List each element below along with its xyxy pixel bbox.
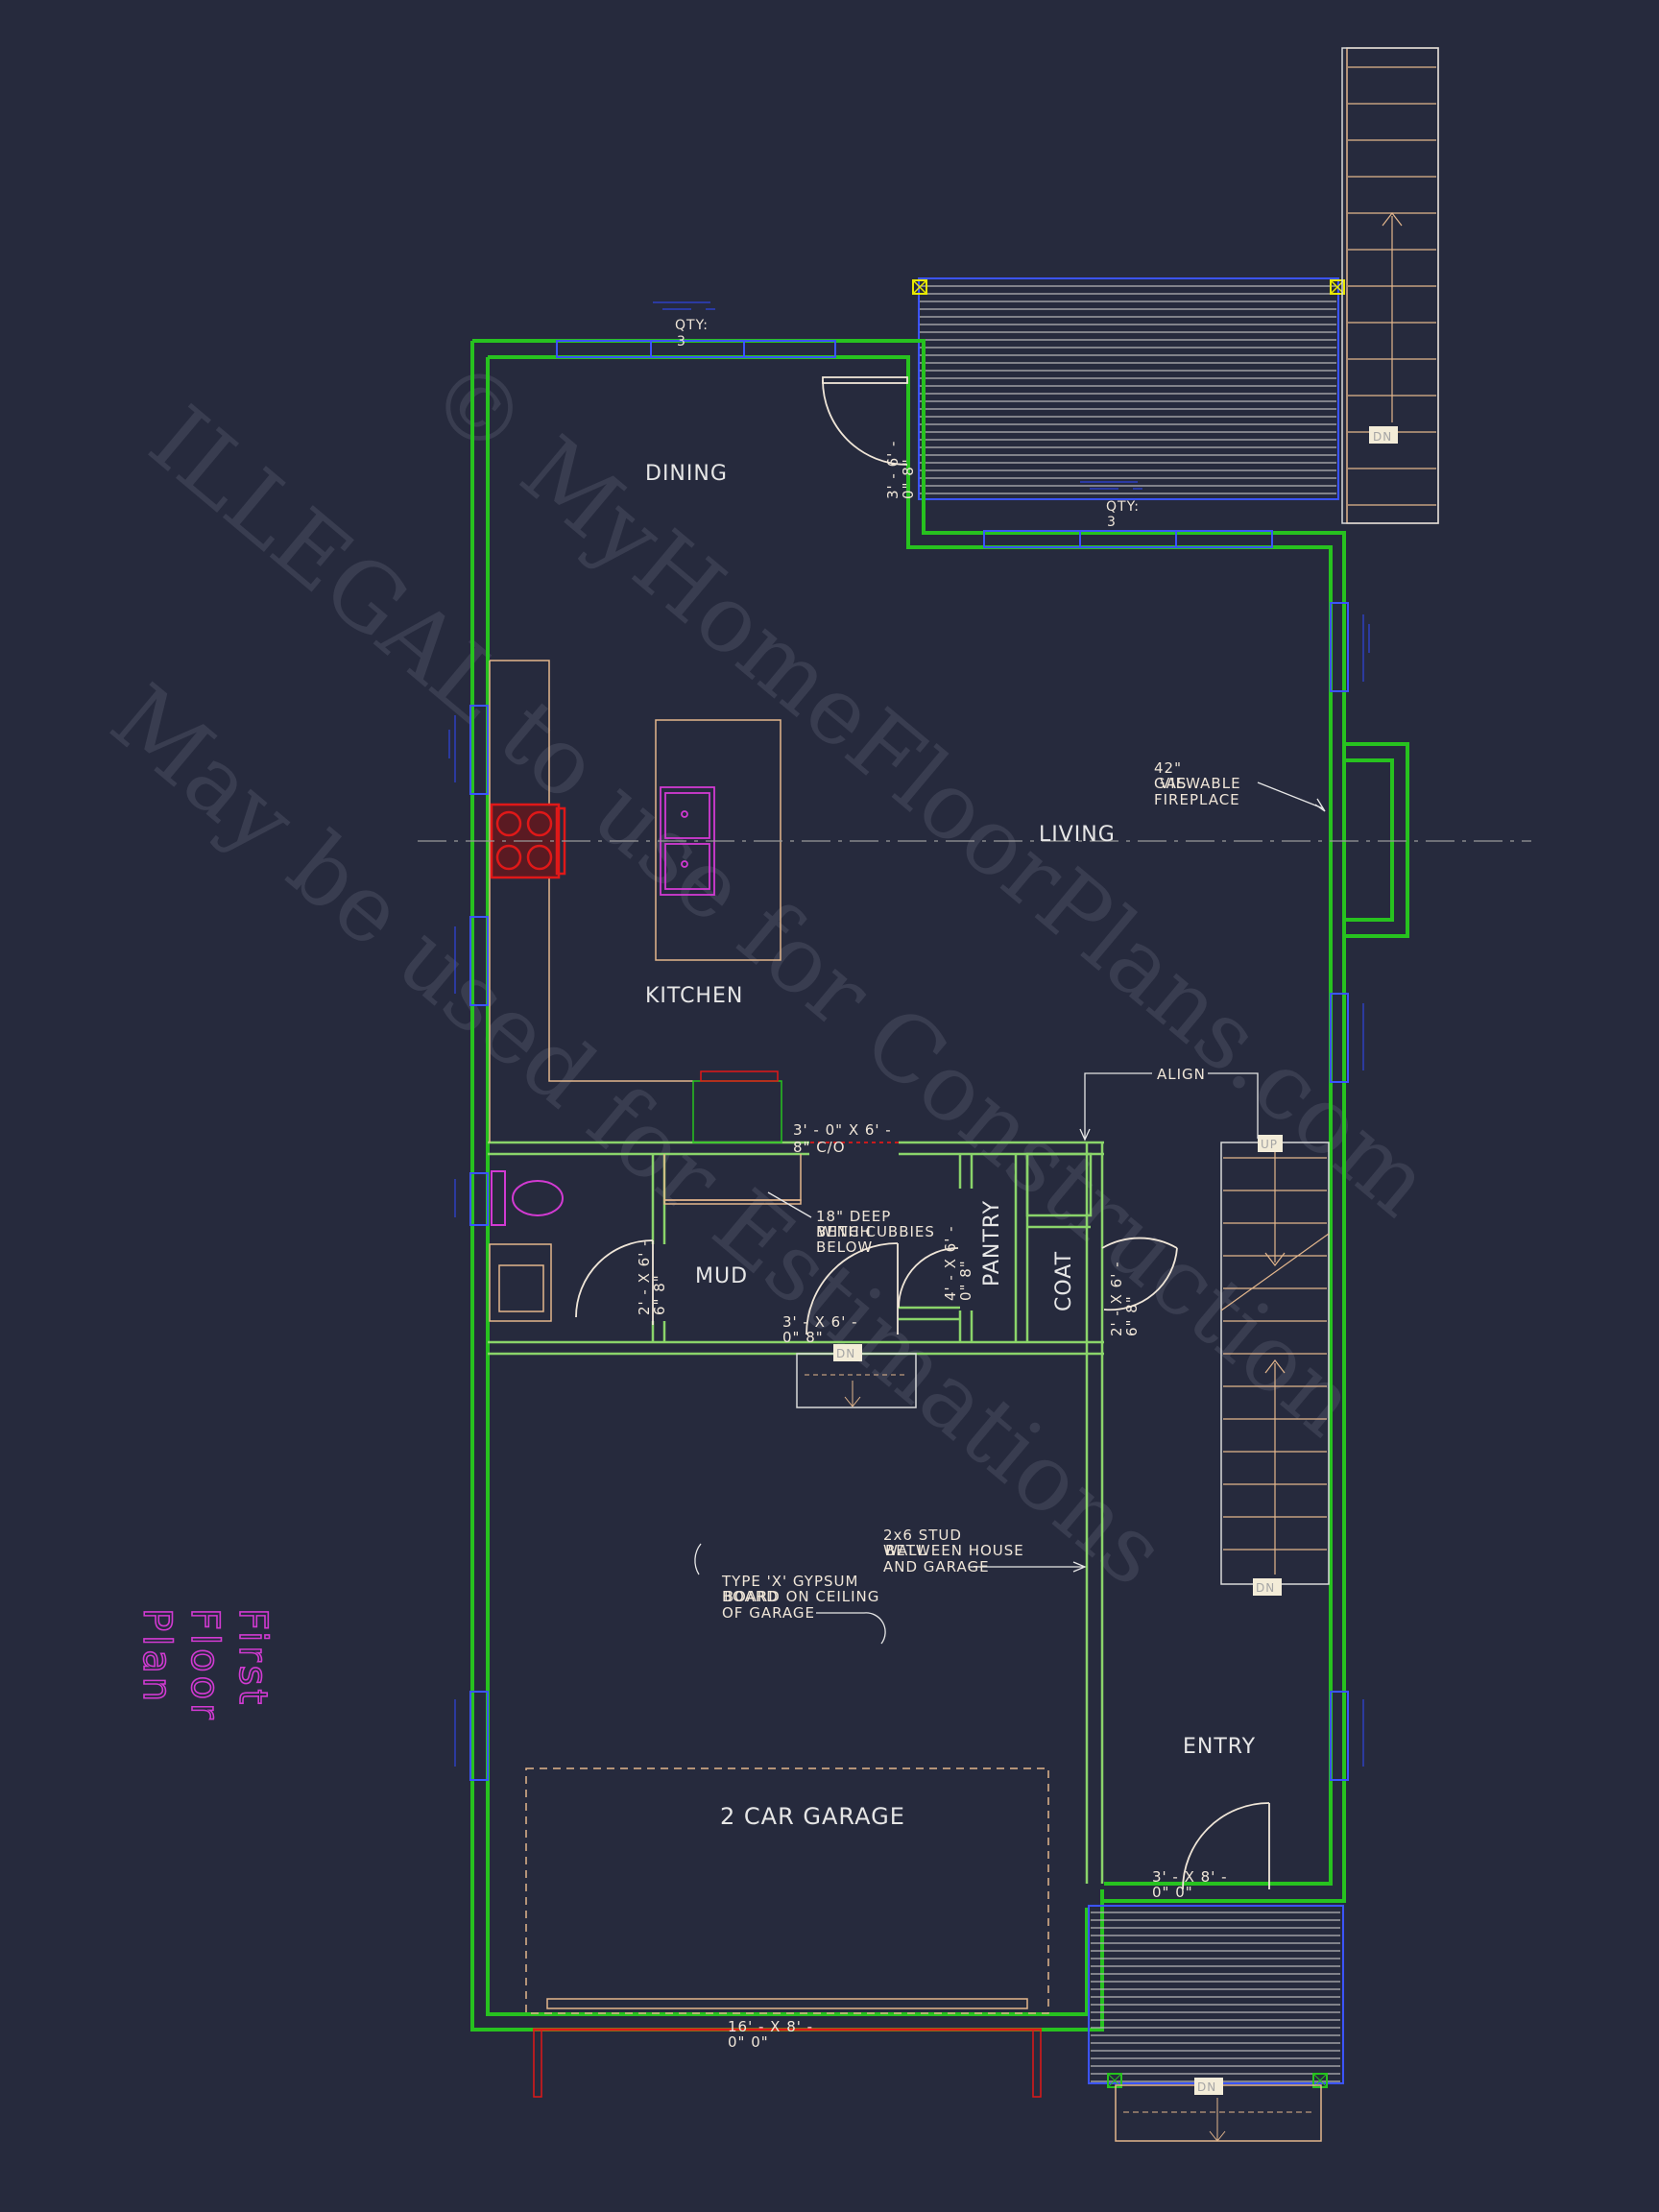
garage-step-dn-label: DN — [836, 1347, 855, 1360]
garage-door-dim-a: 3' - X 6' - — [782, 1313, 858, 1331]
doors — [575, 376, 1270, 1890]
leaders — [694, 781, 1326, 1645]
bench-note-1: 18" DEEP — [816, 1208, 891, 1225]
mud-door-dim-a: 2' - X 6' - — [636, 1239, 653, 1315]
dining-door-dim-a: 3' - 6' - — [884, 441, 902, 499]
garage-ovh-dim-b: 0" 0" — [728, 2033, 769, 2051]
rear-deck — [912, 277, 1345, 500]
bench-note-4: BELOW — [816, 1238, 873, 1256]
gypsum-note-1: TYPE 'X' GYPSUM — [721, 1573, 858, 1590]
sheet-title-line-1: First — [230, 1608, 275, 1708]
room-label-entry: ENTRY — [1183, 1735, 1256, 1759]
windows — [469, 340, 1349, 1781]
stud-note-4: AND GARAGE — [883, 1558, 990, 1575]
room-label-coat: COAT — [1052, 1251, 1076, 1311]
align-note: ALIGN — [1157, 1066, 1206, 1083]
coat-door-dim-b: 6" 8" — [1123, 1295, 1141, 1336]
stud-note-1: 2x6 STUD — [883, 1527, 962, 1544]
gypsum-note-3: BOARD ON CEILING — [724, 1588, 879, 1605]
fireplace-note-4: FIREPLACE — [1154, 791, 1240, 808]
room-label-living: LIVING — [1039, 823, 1116, 847]
deck-stair: DN — [1341, 47, 1439, 524]
stud-note-2: WALL — [883, 1542, 926, 1559]
garage-ovh-dim-a: 16' - X 8' - — [728, 2018, 813, 2035]
sheet-title-line-3: Plan — [134, 1608, 179, 1705]
qty-value-living: 3 — [1107, 515, 1117, 530]
garage-step: DN — [796, 1344, 917, 1408]
dining-door-dim-b: 0" 8" — [900, 458, 917, 499]
fireplace-note-2: GAS — [1154, 775, 1187, 792]
co-dim-b: 8" C/O — [793, 1139, 846, 1156]
room-label-garage: 2 CAR GARAGE — [720, 1803, 905, 1830]
exterior-walls — [470, 339, 1409, 2032]
co-dim-a: 3' - 0" X 6' - — [793, 1121, 892, 1139]
room-label-kitchen: KITCHEN — [645, 984, 743, 1008]
watermark: © MyHomeFloorPlans.com ILLEGAL to use fo… — [91, 338, 1451, 1607]
fireplace-note-1: 42" — [1154, 759, 1182, 777]
room-label-mud: MUD — [695, 1264, 748, 1288]
entry-door-dim-b: 0" 0" — [1152, 1884, 1193, 1901]
deck-stair-dn-label: DN — [1373, 430, 1392, 444]
stair-up-label: UP — [1261, 1138, 1278, 1151]
gypsum-note-2: BOARD — [722, 1588, 779, 1605]
stud-note-3: BETWEEN HOUSE — [885, 1542, 1024, 1559]
bench-note-3: WITH CUBBIES — [818, 1223, 935, 1240]
pantry-door-dim-b: 0" 8" — [957, 1260, 974, 1301]
pantry-door-dim-a: 4' - X 6' - — [942, 1225, 959, 1301]
garage-door-dim-b: 0" 8" — [782, 1329, 824, 1346]
front-porch: DN — [1088, 1905, 1344, 2142]
interior-walls — [488, 1141, 1104, 1884]
coat-door-dim-a: 2' - X 6' - — [1108, 1261, 1125, 1336]
toilet-icon — [491, 1170, 564, 1226]
qty-label-living: QTY: — [1106, 499, 1140, 515]
room-label-pantry: PANTRY — [980, 1200, 1004, 1286]
entry-door-dim-a: 3' - X 8' - — [1152, 1868, 1228, 1886]
interior-stair: UP DN — [1220, 1135, 1330, 1596]
bench-note-2: BENCH — [816, 1223, 872, 1240]
mud-door-dim-b: 6" 8" — [651, 1274, 668, 1315]
sheet-title: First Floor Plan — [133, 1607, 276, 1723]
garage-overhead-door — [533, 1998, 1042, 2098]
room-label-dining: DINING — [645, 462, 728, 486]
stair-dn-label: DN — [1256, 1581, 1275, 1595]
qty-label-dining: QTY: — [675, 318, 709, 333]
garage-car-outline — [525, 1767, 1049, 2014]
window-tags — [448, 301, 1370, 1767]
porch-dn-label: DN — [1197, 2080, 1216, 2094]
sheet-title-line-2: Floor — [182, 1608, 227, 1723]
qty-value-dining: 3 — [677, 334, 686, 349]
fireplace-note-3: VIEWABLE — [1160, 775, 1241, 792]
gypsum-note-4: OF GARAGE — [722, 1604, 815, 1622]
